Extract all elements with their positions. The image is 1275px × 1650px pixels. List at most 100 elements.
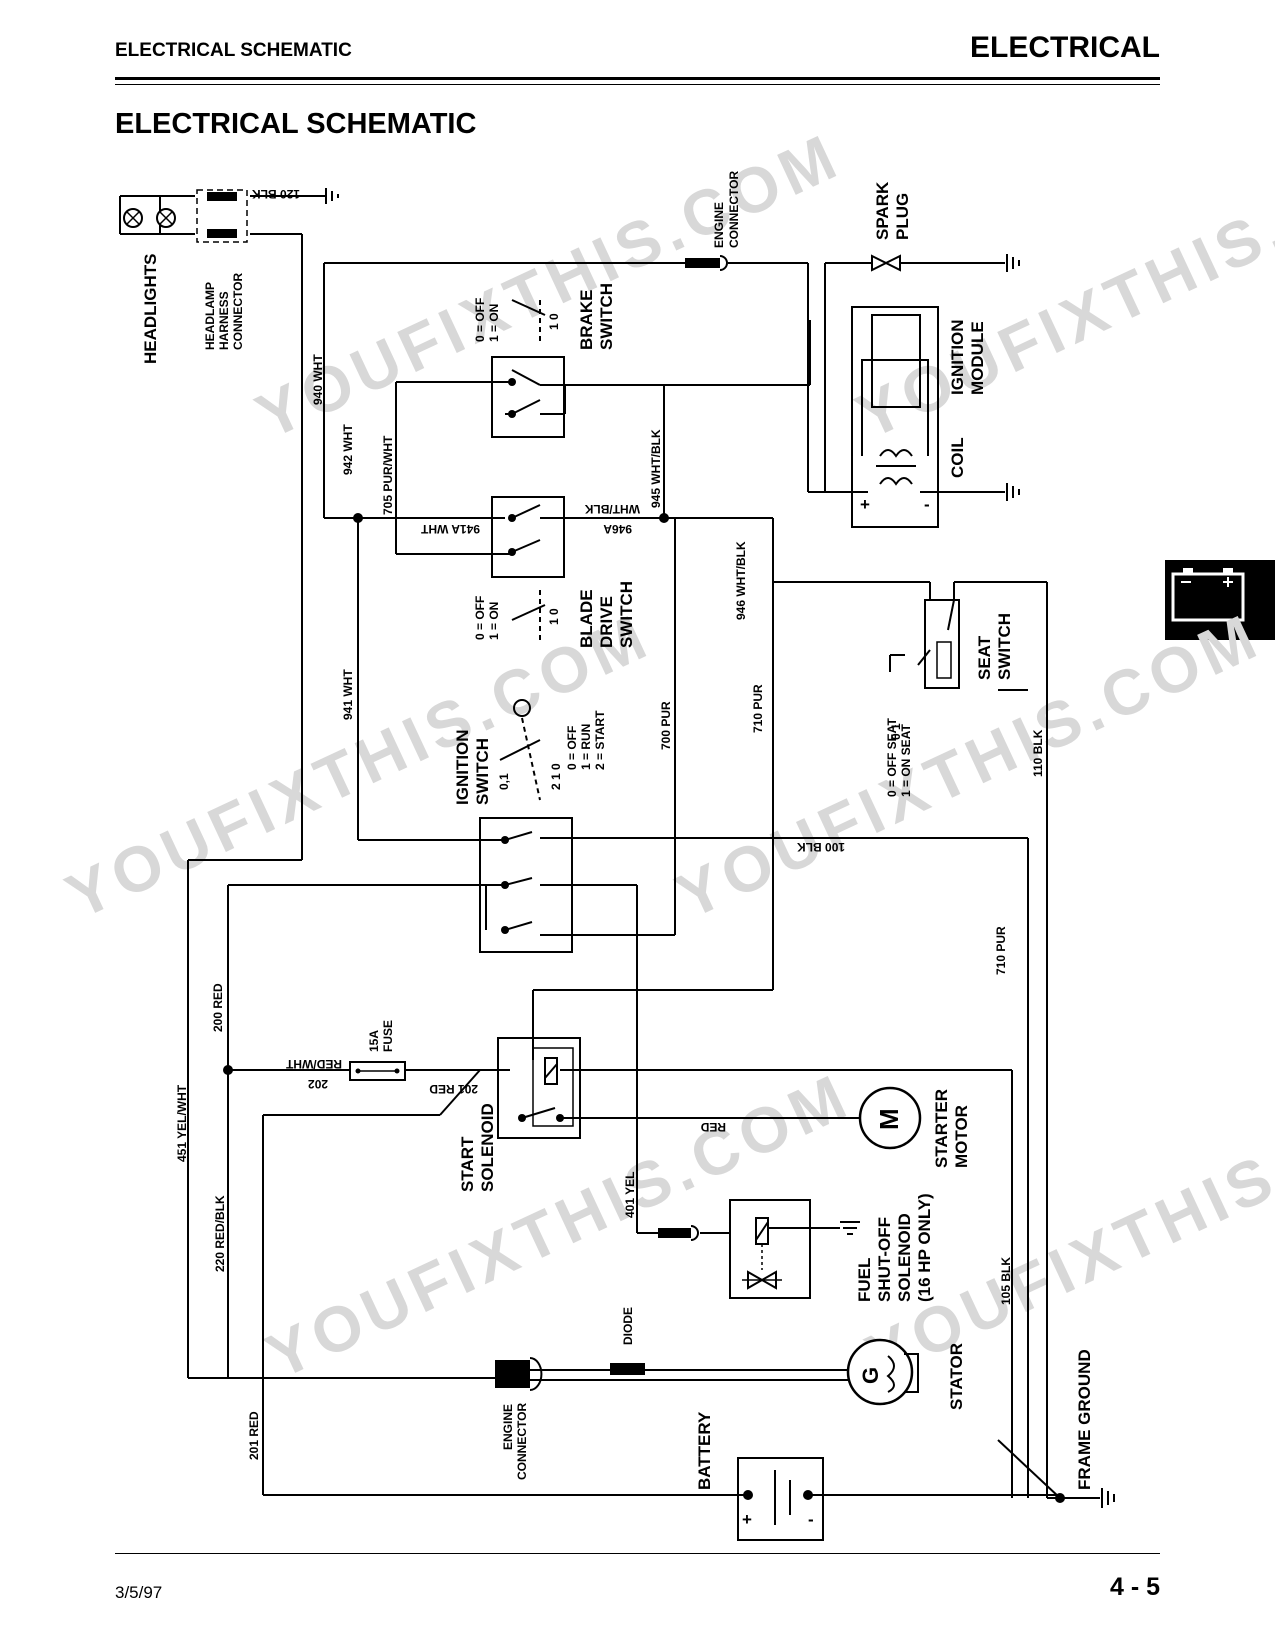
svg-text:RED/WHT: RED/WHT (285, 1057, 342, 1071)
junctions (223, 513, 1065, 1503)
footer-rule (115, 1553, 1160, 1554)
ignition-switch: 2 1 0 0,1 0 = OFF 1 = RUN 2 = START IGNI… (453, 699, 607, 953)
header-rule-thin (115, 84, 1160, 85)
svg-text:SWITCH: SWITCH (995, 613, 1014, 680)
page-number: 4 - 5 (1109, 1573, 1160, 1601)
svg-text:IGNITION: IGNITION (453, 729, 472, 805)
svg-text:BLADE: BLADE (577, 589, 596, 648)
diode: DIODE (610, 1307, 645, 1375)
svg-text:YOUFIXTHIS.COM: YOUFIXTHIS.COM (665, 599, 1271, 933)
fuel-shutoff-solenoid: FUEL SHUT-OFF SOLENOID (16 HP ONLY) (729, 1193, 934, 1302)
svg-text:START: START (458, 1136, 477, 1192)
svg-text:1 = RUN: 1 = RUN (579, 724, 593, 770)
svg-text:ENGINE: ENGINE (712, 202, 726, 248)
starter-motor: M STARTER MOTOR (858, 1086, 971, 1168)
svg-text:940 WHT: 940 WHT (311, 354, 325, 405)
svg-text:946 WHT/BLK: 946 WHT/BLK (734, 541, 748, 620)
frame-ground: FRAME GROUND (1075, 1349, 1094, 1490)
svg-text:451 YEL/WHT: 451 YEL/WHT (175, 1084, 189, 1162)
svg-text:705 PUR/WHT: 705 PUR/WHT (381, 435, 395, 515)
svg-text:FUSE: FUSE (381, 1020, 395, 1052)
svg-text:CONNECTOR: CONNECTOR (231, 273, 245, 350)
blade-drive-switch: 0 = OFF 1 = ON 1 0 BLADE DRIVE SWITCH (473, 496, 636, 648)
svg-text:100 BLK: 100 BLK (797, 840, 845, 854)
svg-text:2 1 0: 2 1 0 (549, 763, 563, 790)
section-tab[interactable] (1165, 560, 1275, 640)
svg-text:COIL: COIL (948, 437, 967, 478)
svg-text:HEADLAMP: HEADLAMP (203, 282, 217, 350)
footer-date: 3/5/97 (115, 1583, 163, 1602)
svg-text:110 BLK: 110 BLK (1031, 729, 1045, 777)
svg-text:FRAME GROUND: FRAME GROUND (1075, 1349, 1094, 1490)
svg-text:0 = OFF: 0 = OFF (473, 596, 487, 640)
svg-text:201 RED: 201 RED (429, 1082, 478, 1096)
svg-text:+: + (860, 495, 870, 514)
svg-text:710 PUR: 710 PUR (751, 684, 765, 733)
svg-text:945 WHT/BLK: 945 WHT/BLK (649, 429, 663, 508)
battery: + - BATTERY (695, 1411, 824, 1541)
svg-text:BATTERY: BATTERY (695, 1411, 714, 1490)
svg-text:SWITCH: SWITCH (597, 283, 616, 350)
svg-text:SHUT-OFF: SHUT-OFF (875, 1217, 894, 1302)
fuel-connector (658, 1225, 699, 1241)
svg-text:CONNECTOR: CONNECTOR (515, 1403, 529, 1480)
svg-text:SPARK: SPARK (873, 181, 892, 240)
svg-text:0 1: 0 1 (889, 723, 903, 740)
svg-text:YOUFIXTHIS.COM: YOUFIXTHIS.COM (845, 119, 1275, 453)
start-solenoid: START SOLENOID (458, 1037, 581, 1192)
svg-text:YOUFIXTHIS.COM: YOUFIXTHIS.COM (245, 119, 851, 453)
svg-text:G: G (858, 1367, 883, 1384)
svg-text:401 YEL: 401 YEL (623, 1172, 637, 1218)
svg-text:DRIVE: DRIVE (597, 596, 616, 648)
svg-text:0,1: 0,1 (497, 773, 511, 790)
ground-symbols (325, 188, 1115, 1508)
svg-text:220 RED/BLK: 220 RED/BLK (213, 1195, 227, 1272)
brake-switch: 0 = OFF 1 = ON 1 0 BRAKE SWITCH (473, 283, 616, 438)
svg-text:+: + (742, 1510, 752, 1529)
battery-icon (1171, 568, 1245, 622)
seat-switch: 0 1 0 = OFF SEAT 1 = ON SEAT SEAT SWITCH (885, 599, 1014, 797)
engine-connector-top: ENGINE CONNECTOR (685, 171, 741, 271)
svg-text:STATOR: STATOR (947, 1343, 966, 1410)
svg-text:201 RED: 201 RED (247, 1411, 261, 1460)
svg-text:SWITCH: SWITCH (617, 581, 636, 648)
svg-text:941A WHT: 941A WHT (420, 522, 480, 536)
svg-text:0 = OFF: 0 = OFF (565, 726, 579, 770)
engine-connector-bottom: ENGINE CONNECTOR (495, 1357, 543, 1480)
svg-text:946A: 946A (603, 522, 632, 536)
headlamp-connector: HEADLAMP HARNESS CONNECTOR (196, 189, 248, 350)
svg-text:HEADLIGHTS: HEADLIGHTS (141, 254, 160, 365)
spark-plug: SPARK PLUG (871, 181, 912, 272)
svg-text:SEAT: SEAT (975, 635, 994, 680)
svg-text:CONNECTOR: CONNECTOR (727, 171, 741, 248)
header-chapter: ELECTRICAL (970, 31, 1160, 64)
svg-text:120 BLK: 120 BLK (252, 187, 300, 201)
svg-text:YOUFIXTHIS.COM: YOUFIXTHIS.COM (255, 1059, 861, 1393)
header-rule (115, 77, 1160, 80)
svg-text:0 = OFF: 0 = OFF (473, 298, 487, 342)
svg-text:-: - (808, 1510, 814, 1529)
svg-text:942 WHT: 942 WHT (341, 424, 355, 475)
svg-text:SWITCH: SWITCH (473, 738, 492, 805)
headlights: HEADLIGHTS (123, 208, 176, 365)
svg-text:1 0: 1 0 (547, 608, 561, 625)
svg-text:202: 202 (308, 1077, 328, 1091)
svg-text:STARTER: STARTER (932, 1089, 951, 1168)
svg-text:0 = OFF SEAT: 0 = OFF SEAT (885, 718, 899, 797)
fuse: 15A FUSE (349, 1020, 406, 1081)
svg-text:SOLENOID: SOLENOID (895, 1213, 914, 1302)
header-section: ELECTRICAL SCHEMATIC (115, 40, 352, 61)
svg-text:1 = ON SEAT: 1 = ON SEAT (899, 724, 913, 797)
svg-text:IGNITION: IGNITION (948, 319, 967, 395)
svg-text:941 WHT: 941 WHT (341, 669, 355, 720)
stator: G STATOR (846, 1338, 966, 1410)
svg-text:MOTOR: MOTOR (952, 1105, 971, 1168)
page-title: ELECTRICAL SCHEMATIC (115, 108, 477, 140)
svg-text:HARNESS: HARNESS (217, 291, 231, 350)
svg-text:1 = ON: 1 = ON (487, 304, 501, 342)
svg-text:M: M (874, 1108, 904, 1130)
svg-text:BRAKE: BRAKE (577, 290, 596, 350)
wire-labels: 120 BLK 940 WHT 942 WHT 705 PUR/WHT 945 … (175, 187, 1045, 1460)
svg-text:200 RED: 200 RED (211, 983, 225, 1032)
